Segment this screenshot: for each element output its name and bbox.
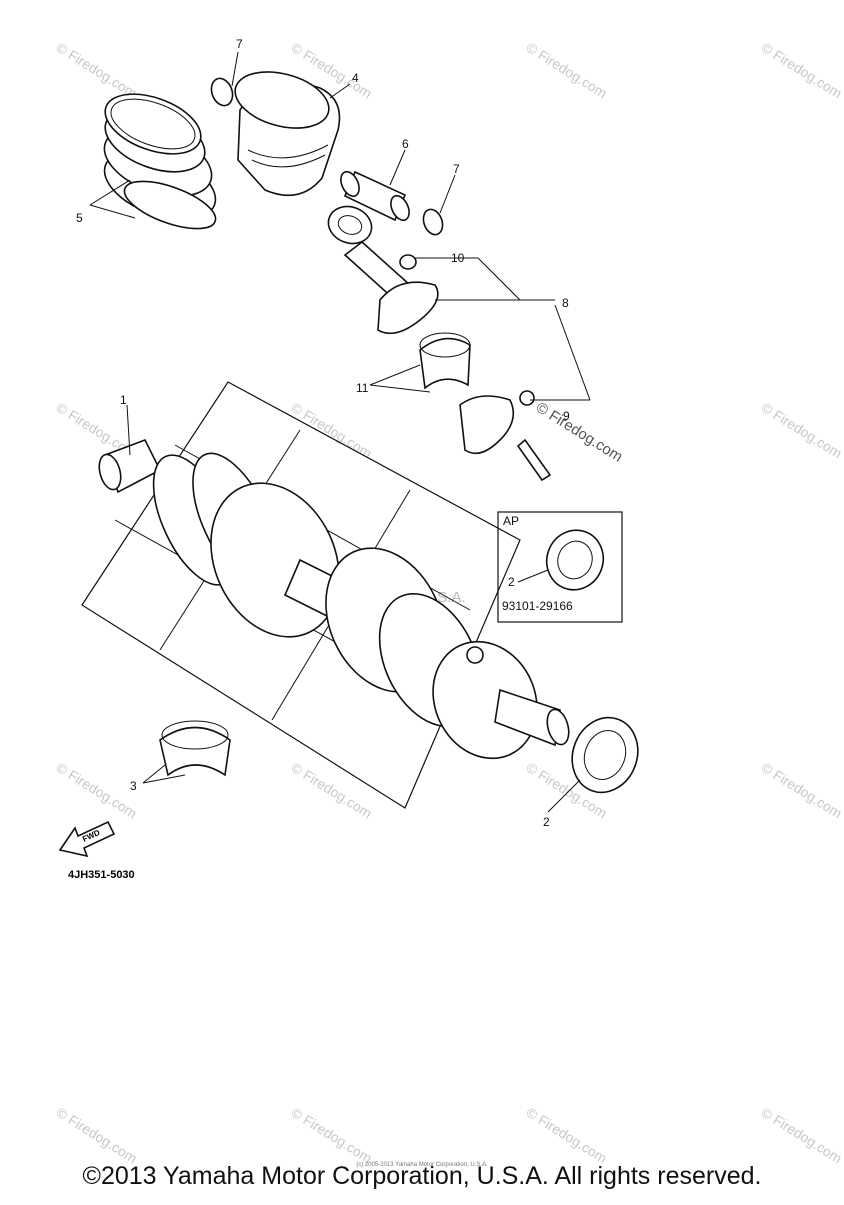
connecting-rod [327,205,552,482]
piston [234,71,341,197]
fine-print: (c) 2005-2013 Yamaha Motor Corporation, … [356,1162,488,1168]
watermark-text: © Firedog.com [758,39,844,101]
watermark-text: © Firedog.com [53,1104,140,1166]
callout-2: 2 [543,815,550,829]
callout-9: 9 [563,409,570,423]
piston-pin [340,170,410,222]
callout-10: 10 [451,251,465,265]
watermark-text: © Firedog.com [523,1104,610,1166]
inset-part-number: 93101-29166 [502,599,573,613]
piston-rings [103,93,217,230]
arrow-left-icon [58,820,116,858]
callout-11: 11 [356,381,369,395]
copyright-notice: ©2013 Yamaha Motor Corporation, U.S.A. A… [82,1162,762,1190]
watermark-text: © Firedog.com [288,759,375,821]
diagram-code: 4JH351-5030 [68,869,135,881]
callout-7: 7 [453,162,460,176]
callout-labels: 7 4 6 7 5 10 8 11 9 1 3 2 [76,37,570,829]
watermark-text: © Firedog.com [758,399,844,461]
leader-lines [89,51,591,813]
callout-5: 5 [76,211,83,225]
watermark-text: © Firedog.com [288,399,375,461]
callout-4: 4 [352,71,359,85]
inset-callout: 2 [508,575,515,589]
watermark-text: © Firedog.com [53,759,140,821]
inset-label: AP [503,514,519,528]
callout-6: 6 [402,137,409,151]
big-end-bearings [419,332,471,390]
callout-3: 3 [130,779,137,793]
watermark-text: © Firedog.com [53,39,140,101]
watermark-text: © Firedog.com [758,1104,844,1166]
inset-panel: AP 2 93101-29166 [497,511,623,623]
callout-1: 1 [120,393,127,407]
watermark-text: © Firedog.com [533,399,626,466]
watermark-text: © Firedog.com [288,1104,375,1166]
watermark-text: © Firedog.com [758,759,844,821]
main-bearings [159,720,231,777]
circlips [210,77,444,236]
crankshaft [98,438,570,760]
oil-seal [571,716,639,794]
callout-7: 7 [236,37,243,51]
fwd-arrow: FWD [58,820,116,858]
watermark-text: © Firedog.com [523,39,610,101]
callout-8: 8 [562,296,569,310]
